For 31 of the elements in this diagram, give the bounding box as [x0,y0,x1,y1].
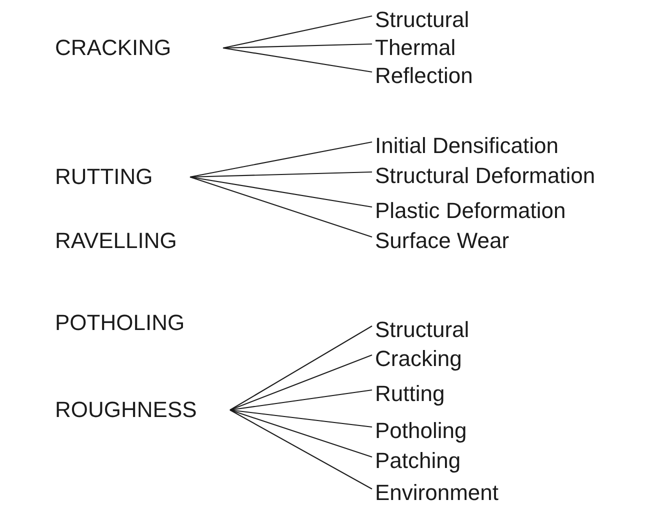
node-label: Rutting [375,381,495,407]
node-label: CRACKING [55,35,223,61]
node-label: Reflection [375,63,495,89]
connector-line [230,410,372,490]
node-label: Cracking [375,346,495,372]
connector-line [230,409,372,428]
connector-line [230,409,372,458]
connector-line [230,354,372,411]
node-label: Environment [375,480,515,506]
node-label: Potholing [375,418,495,444]
connector-line [190,171,372,178]
node-label: Structural [375,317,495,343]
node-label: Surface Wear [375,228,535,254]
node-label: Patching [375,448,495,474]
connector-line [222,43,372,49]
connector-line [190,176,372,238]
connector-line [230,389,372,411]
connector-line [190,141,372,178]
connector-line [230,326,372,410]
node-label: Plastic Deformation [375,198,635,224]
node-label: RUTTING [55,164,190,190]
node-label: RAVELLING [55,228,185,254]
connector-line [222,47,372,73]
connector-line [190,176,372,208]
connector-line [222,15,372,49]
node-label: Thermal [375,35,495,61]
node-label: Initial Densification [375,133,645,159]
node-label: Structural [375,7,495,33]
node-label: Structural Deformation [375,163,660,189]
node-label: POTHOLING [55,310,190,336]
node-label: ROUGHNESS [55,397,230,423]
